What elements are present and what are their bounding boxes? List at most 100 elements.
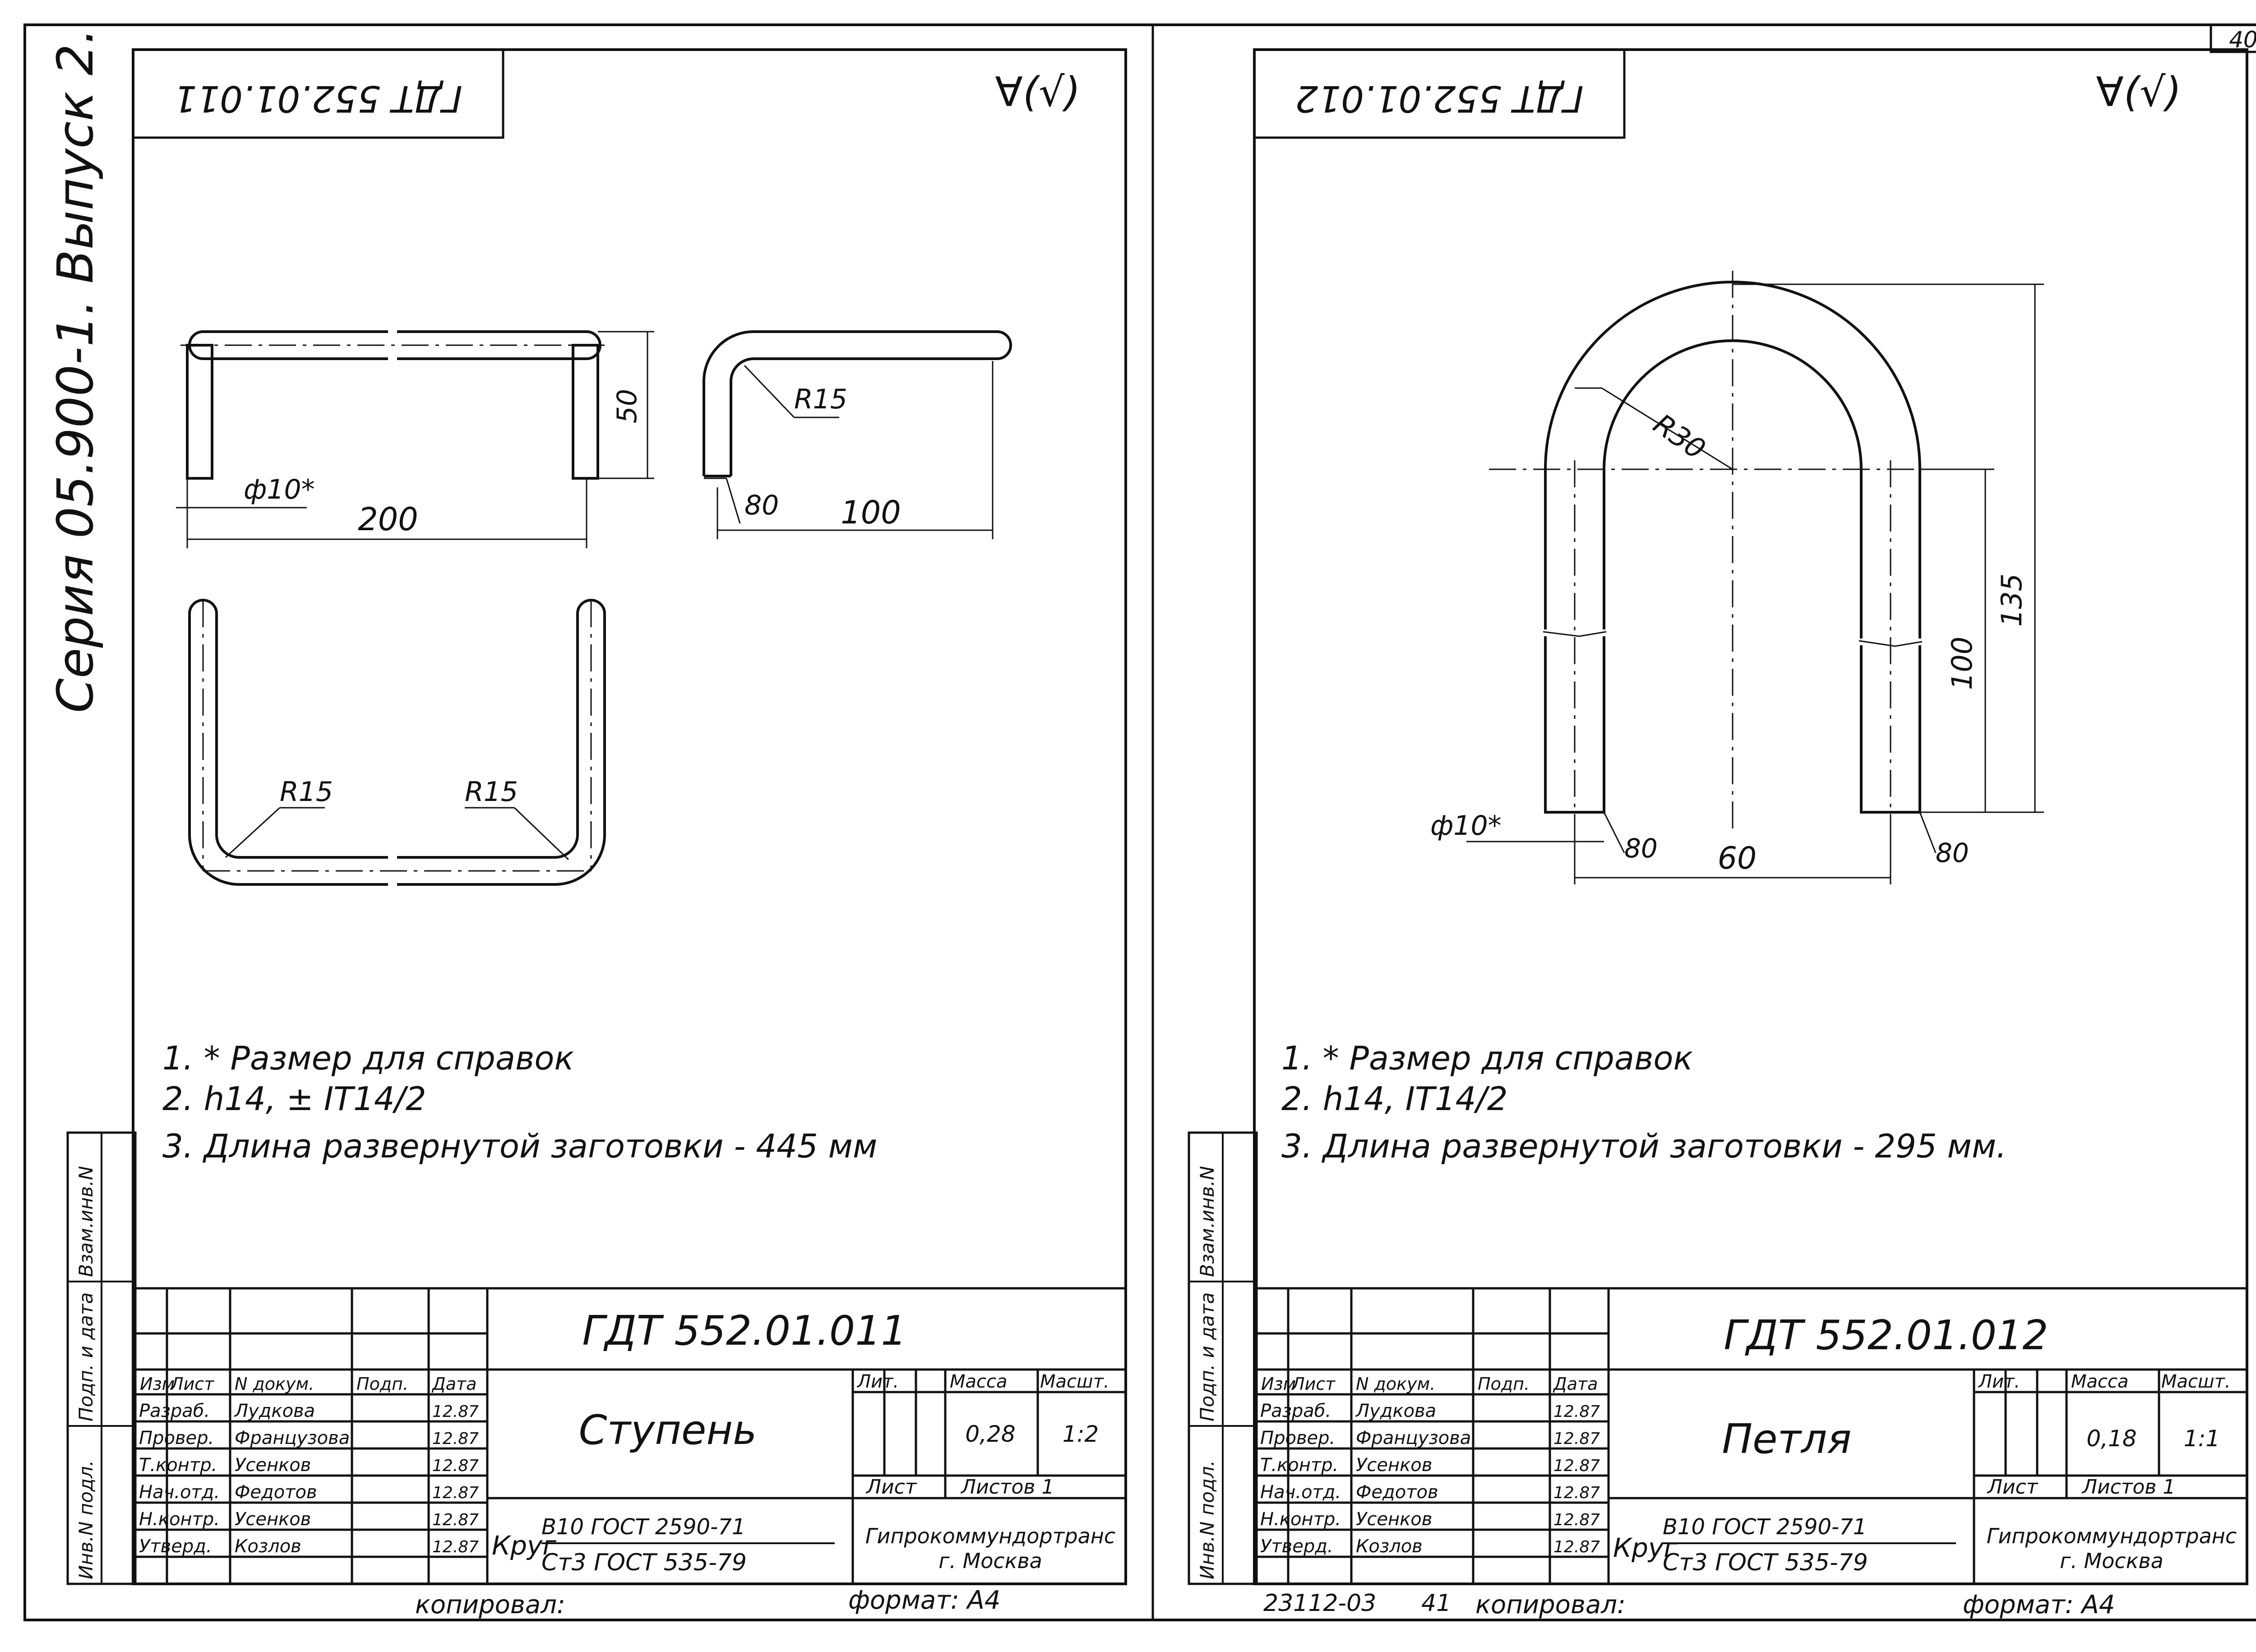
sheet2-role-5: Утверд.: [1260, 1536, 1333, 1557]
sheet1-date-1: 12.87: [432, 1430, 479, 1448]
sheet1-hdr-listov: Листов 1: [960, 1476, 1054, 1499]
sheet1-rough-80: 80: [744, 490, 779, 521]
sheet2-format: формат: A4: [1963, 1590, 2115, 1620]
sheet1-date-5: 12.87: [432, 1538, 479, 1556]
sheet2-name-3: Федотов: [1356, 1482, 1438, 1503]
sheet1-role-5: Утверд.: [139, 1536, 212, 1557]
sheet1-scale: 1:2: [1063, 1421, 1099, 1447]
sheet2-note-1: 1. * Размер для справок: [1281, 1039, 1693, 1077]
sheet1-role-4: Н.контр.: [139, 1509, 220, 1530]
sheet1-note-1: 1. * Размер для справок: [162, 1039, 574, 1077]
sheet2-stamp-vzam: Взам.инв.N: [1196, 1166, 1218, 1277]
sheet1-material-bottom: Ст3 ГОСТ 535-79: [541, 1549, 747, 1576]
sheet2-stamp-podp: Подп. и дата: [1196, 1292, 1218, 1421]
sheet2-name-0: Лудкова: [1355, 1401, 1436, 1421]
sheet2-dim-r30: R30: [1647, 407, 1711, 466]
sheet2-hdr-listov: Листов 1: [2081, 1476, 2175, 1499]
sheet2-roughness: ∀(√): [2096, 69, 2181, 116]
sheet2-name-5: Козлов: [1356, 1536, 1423, 1557]
sheet1-code: ГДТ 552.01.011: [582, 1307, 906, 1355]
sheet2-stamp-inv: Инв.N подл.: [1196, 1460, 1218, 1579]
sheet2-dim-135: 135: [1995, 574, 2028, 627]
sheet2-material-top: В10 ГОСТ 2590-71: [1663, 1514, 1867, 1540]
sheet1-title-block: [134, 1287, 1127, 1585]
sheet1-hdr-list2: Лист: [865, 1476, 917, 1499]
series-label: Серия 05.900-1. Выпуск 2.: [46, 28, 104, 713]
sheet1-date-4: 12.87: [432, 1511, 479, 1529]
sheet2-role-0: Разраб.: [1260, 1401, 1331, 1421]
sheet1-name-3: Федотов: [235, 1482, 317, 1503]
sheet2-copy: копировал:: [1475, 1590, 1626, 1620]
sheet2-rough-80b: 80: [1936, 838, 1969, 868]
sheet1-hdr-ndoc: N докум.: [235, 1374, 314, 1394]
sheet2-material-bottom: Ст3 ГОСТ 535-79: [1663, 1549, 1868, 1576]
sheet2-mirror-code: ГДТ 552.01.012: [1295, 78, 1583, 120]
sheet2-hdr-massa: Масса: [2071, 1371, 2129, 1392]
sheet1-mass: 0,28: [965, 1421, 1015, 1447]
sheet1-note-2: 2. h14, ± IT14/2: [162, 1080, 426, 1118]
sheet2-org-2: г. Москва: [2060, 1549, 2164, 1573]
sheet1-org-1: Гипрокоммундортранс: [865, 1524, 1115, 1548]
sheet2-bottom-num: 41: [1421, 1590, 1451, 1617]
sheet-1: ГДТ 552.01.011 ∀(√) Инв.N подл. Подп. и …: [66, 48, 1127, 1620]
sheet1-stamp-inv: Инв.N подл.: [75, 1460, 97, 1579]
sheet1-view-bend: [703, 330, 1012, 539]
sheet1-view-top: [176, 330, 654, 548]
sheet1-dim-r15c: R15: [465, 776, 518, 808]
sheet1-role-2: Т.контр.: [139, 1455, 217, 1476]
sheet2-note-2: 2. h14, IT14/2: [1281, 1080, 1508, 1118]
sheet2-dim-60: 60: [1718, 841, 1757, 876]
sheet2-hdr-masht: Масшт.: [2161, 1371, 2231, 1392]
sheet1-org-2: г. Москва: [938, 1549, 1042, 1573]
sheet2-code: ГДТ 552.01.012: [1724, 1312, 2048, 1359]
sheet2-view-loop: [1466, 271, 2044, 884]
sheet2-hdr-izm: Изм: [1261, 1374, 1296, 1394]
sheet2-title-block: [1255, 1287, 2248, 1585]
sheet2-date-2: 12.87: [1553, 1457, 1600, 1475]
sheet2-date-4: 12.87: [1553, 1511, 1600, 1529]
sheet1-hdr-podp: Подп.: [356, 1374, 408, 1394]
sheet2-name-4: Усенков: [1356, 1509, 1432, 1530]
sheet2-part-name: Петля: [1722, 1416, 1851, 1463]
sheet2-role-3: Нач.отд.: [1260, 1482, 1341, 1503]
sheet2-role-2: Т.контр.: [1260, 1455, 1338, 1476]
sheet2-hdr-list2: Лист: [1987, 1476, 2039, 1499]
sheet2-name-1: Французова: [1356, 1428, 1471, 1448]
sheet1-hdr-data: Дата: [431, 1374, 476, 1394]
sheet1-material-top: В10 ГОСТ 2590-71: [541, 1514, 745, 1540]
sheet2-bottom-code: 23112-03: [1263, 1590, 1376, 1617]
sheet1-hdr-masht: Масшт.: [1040, 1371, 1110, 1392]
sheet1-hdr-list: Лист: [170, 1374, 215, 1394]
sheet2-scale: 1:1: [2184, 1425, 2220, 1452]
sheet1-name-4: Усенков: [235, 1509, 311, 1530]
sheet1-view-front: [188, 599, 606, 886]
sheet1-dim-100: 100: [841, 494, 901, 531]
sheet2-date-3: 12.87: [1553, 1484, 1600, 1502]
sheet2-mass: 0,18: [2086, 1425, 2136, 1452]
sheet1-hdr-lit: Лит.: [856, 1371, 899, 1392]
sheet2-dim-phi: ф10*: [1430, 810, 1502, 842]
sheet2-material-prefix: Круг: [1613, 1532, 1678, 1563]
sheet2-hdr-ndoc: N докум.: [1356, 1374, 1435, 1394]
sheet1-dim-50: 50: [611, 389, 643, 423]
sheet1-note-3: 3. Длина развернутой заготовки - 445 мм: [162, 1127, 877, 1165]
sheet1-role-3: Нач.отд.: [139, 1482, 220, 1503]
sheet2-date-0: 12.87: [1553, 1402, 1600, 1421]
sheet1-role-0: Разраб.: [139, 1401, 210, 1421]
sheet1-dim-r15a: R15: [794, 384, 847, 415]
sheet2-hdr-lit: Лит.: [1978, 1371, 2020, 1392]
sheet1-stamp-podp: Подп. и дата: [75, 1292, 97, 1421]
sheet1-date-0: 12.87: [432, 1402, 479, 1421]
sheet2-role-4: Н.контр.: [1260, 1509, 1341, 1530]
sheet1-dim-r15b: R15: [280, 776, 333, 808]
sheet2-date-5: 12.87: [1553, 1538, 1600, 1556]
sheet2-org-1: Гипрокоммундортранс: [1987, 1524, 2237, 1548]
page-number-box: [2210, 23, 2256, 53]
sheet1-name-2: Усенков: [235, 1455, 311, 1476]
sheet1-dim-200: 200: [358, 501, 418, 538]
sheet1-hdr-massa: Масса: [950, 1371, 1008, 1392]
sheet1-roughness: ∀(√): [995, 69, 1080, 116]
sheet1-name-0: Лудкова: [234, 1401, 315, 1421]
sheet2-note-3: 3. Длина развернутой заготовки - 295 мм.: [1281, 1127, 2006, 1165]
